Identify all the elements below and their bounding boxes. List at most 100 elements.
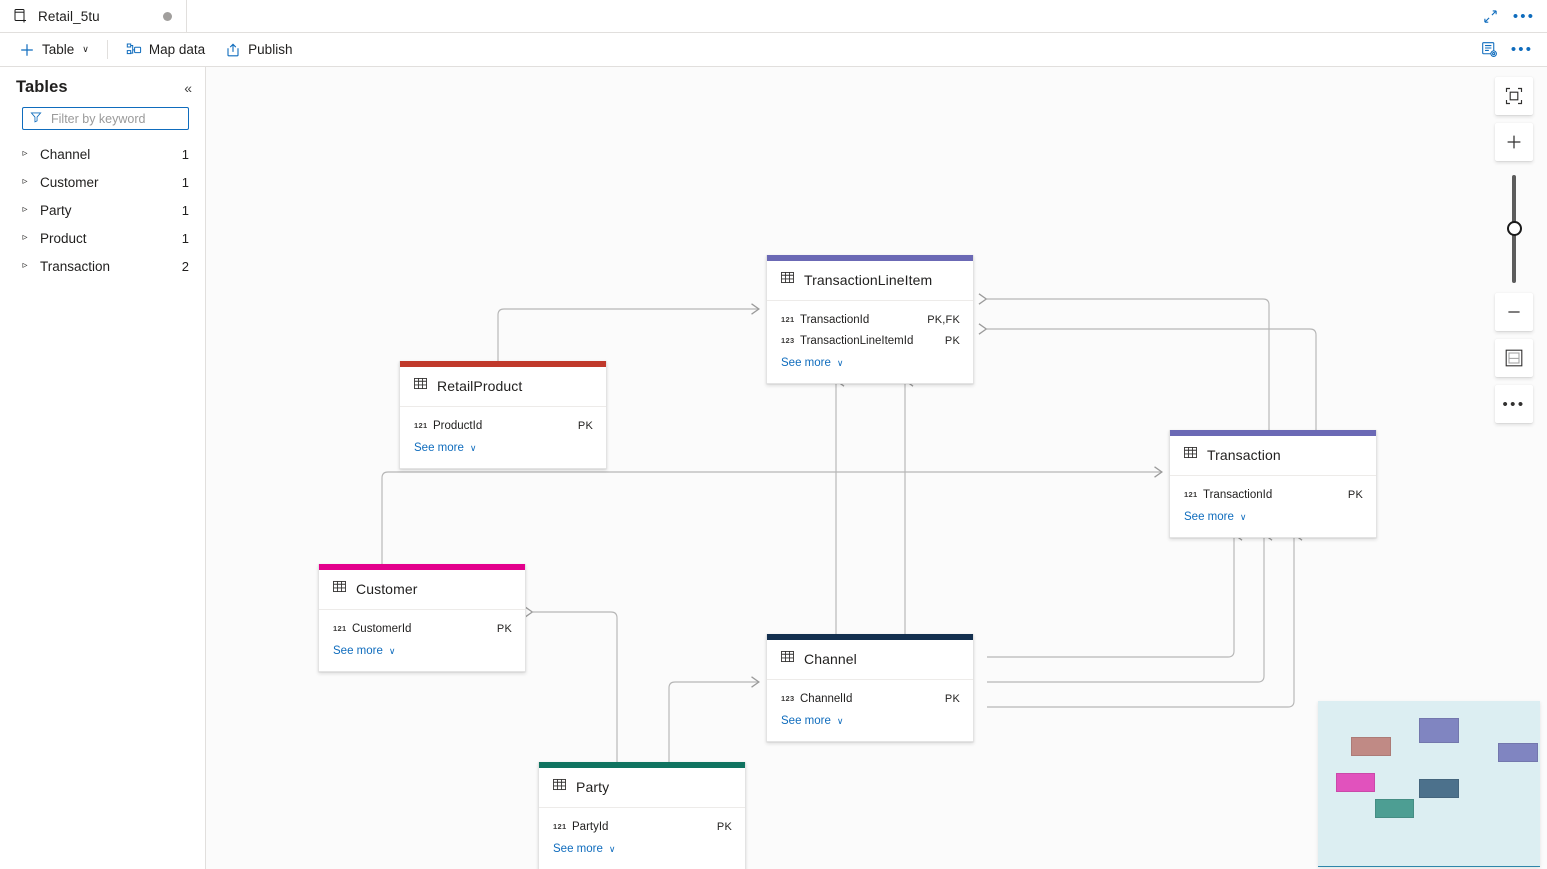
- list-settings-icon[interactable]: [1474, 36, 1504, 64]
- sidebar-item-product[interactable]: ▹ Product 1: [0, 224, 205, 252]
- chevron-down-icon: ∨: [836, 357, 844, 368]
- filter-input[interactable]: [49, 110, 181, 127]
- field-type-icon: 121: [333, 624, 347, 633]
- sidebar-item-count: 1: [181, 146, 189, 162]
- map-data-button[interactable]: Map data: [117, 36, 214, 64]
- see-more-button[interactable]: See more∨: [1170, 505, 1376, 531]
- field-type-icon: 121: [781, 315, 795, 324]
- field-name: TransactionId: [800, 313, 870, 326]
- publish-button[interactable]: Publish: [216, 36, 301, 64]
- minimap-panel[interactable]: [1318, 701, 1540, 867]
- expand-icon[interactable]: [1475, 2, 1505, 30]
- field-name: PartyId: [572, 820, 609, 833]
- node-header[interactable]: Customer: [319, 570, 525, 610]
- zoom-in-button[interactable]: [1495, 123, 1533, 161]
- field-name: CustomerId: [352, 622, 412, 635]
- sidebar-item-label: Channel: [40, 146, 91, 162]
- sidebar-header: Tables «: [0, 70, 205, 107]
- node-header[interactable]: Transaction: [1170, 436, 1376, 476]
- minimap-box-party: [1375, 799, 1414, 818]
- node-color-bar: [539, 762, 745, 768]
- field-name: ProductId: [433, 419, 483, 432]
- expand-caret-icon[interactable]: ▹: [22, 204, 28, 215]
- see-more-label: See more: [333, 645, 383, 657]
- expand-caret-icon[interactable]: ▹: [22, 176, 28, 187]
- node-header[interactable]: Party: [539, 768, 745, 808]
- command-overflow-menu[interactable]: •••: [1510, 41, 1534, 58]
- fit-to-screen-icon[interactable]: [1495, 77, 1533, 115]
- add-table-button[interactable]: Table ∨: [10, 36, 98, 64]
- see-more-button[interactable]: See more∨: [400, 436, 606, 462]
- see-more-button[interactable]: See more∨: [767, 351, 973, 377]
- filter-icon: [30, 110, 42, 128]
- field-name: TransactionLineItemId: [800, 334, 914, 347]
- field-key-badge: PK: [944, 334, 960, 347]
- node-header[interactable]: Channel: [767, 640, 973, 680]
- tab-strip: Retail_5tu •••: [0, 0, 1547, 33]
- minimap-box-channel: [1419, 779, 1459, 798]
- node-header[interactable]: TransactionLineItem: [767, 261, 973, 301]
- node-color-bar: [400, 361, 606, 367]
- node-color-bar: [1170, 430, 1376, 436]
- sidebar-item-label: Product: [40, 230, 87, 246]
- sidebar-item-count: 1: [181, 230, 189, 246]
- field-key-badge: PK,FK: [927, 313, 960, 326]
- zoom-out-button[interactable]: [1495, 293, 1533, 331]
- see-more-label: See more: [781, 715, 831, 727]
- zoom-more-menu[interactable]: •••: [1495, 385, 1533, 423]
- node-title: Party: [576, 779, 610, 795]
- field-type-icon: 121: [553, 822, 567, 831]
- tab-title: Retail_5tu: [38, 8, 100, 24]
- see-more-button[interactable]: See more∨: [539, 837, 745, 863]
- zoom-slider[interactable]: [1495, 169, 1533, 289]
- plus-icon: [19, 42, 35, 58]
- node-title: Customer: [356, 581, 418, 597]
- field-type-icon: 121: [1184, 490, 1198, 499]
- table-node-transactionlineitem[interactable]: TransactionLineItem 121 TransactionId PK,FK…: [766, 255, 974, 384]
- tab-retail-5tu[interactable]: Retail_5tu: [0, 0, 187, 32]
- database-add-icon: [13, 8, 29, 24]
- sidebar-item-label: Party: [40, 202, 72, 218]
- see-more-button[interactable]: See more∨: [767, 709, 973, 735]
- see-more-button[interactable]: See more∨: [319, 639, 525, 665]
- publish-label: Publish: [248, 42, 293, 57]
- window-overflow-menu[interactable]: •••: [1512, 7, 1536, 25]
- zoom-slider-thumb[interactable]: [1506, 221, 1522, 236]
- sidebar-item-label: Customer: [40, 174, 99, 190]
- expand-caret-icon[interactable]: ▹: [22, 260, 28, 271]
- table-icon: [552, 777, 567, 797]
- node-color-bar: [767, 634, 973, 640]
- chevron-down-icon: ∨: [469, 442, 477, 453]
- minimap-box-customer: [1336, 773, 1375, 792]
- minimap-box-transactionlineitem: [1419, 718, 1459, 743]
- filter-box[interactable]: [22, 107, 189, 130]
- expand-caret-icon[interactable]: ▹: [22, 232, 28, 243]
- expand-caret-icon[interactable]: ▹: [22, 148, 28, 159]
- field-name: TransactionId: [1203, 488, 1273, 501]
- window-actions: •••: [1475, 0, 1547, 32]
- collapse-sidebar-button[interactable]: «: [184, 79, 192, 96]
- table-icon: [780, 270, 795, 290]
- field-row[interactable]: 121 TransactionId PK,FK: [767, 309, 973, 330]
- minimap-toggle-icon[interactable]: [1495, 339, 1533, 377]
- node-header[interactable]: RetailProduct: [400, 367, 606, 407]
- sidebar-item-channel[interactable]: ▹ Channel 1: [0, 140, 205, 168]
